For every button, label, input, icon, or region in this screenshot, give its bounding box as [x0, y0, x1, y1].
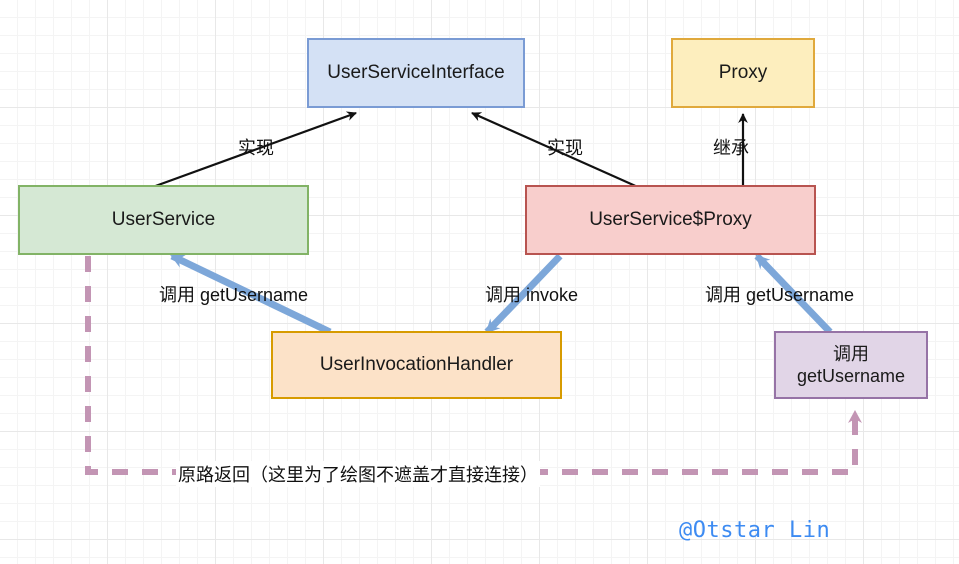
node-label: UserServiceInterface [327, 62, 505, 84]
node-label-line-2: getUsername [796, 366, 906, 386]
node-user-invocation-handler[interactable]: UserInvocationHandler [271, 331, 562, 399]
node-label: UserService$Proxy [589, 209, 752, 231]
edge-label-inherits: 继承 [713, 138, 749, 158]
edge-label-call-get-username-left: 调用 getUsername [159, 285, 309, 305]
node-user-service[interactable]: UserService [18, 185, 309, 255]
node-user-service-interface[interactable]: UserServiceInterface [307, 38, 525, 108]
watermark-author: @Otstar Lin [679, 518, 831, 543]
node-label: UserInvocationHandler [319, 354, 514, 376]
node-call-get-username[interactable]: 调用 getUsername [774, 331, 928, 399]
edge-label-implements-left: 实现 [238, 138, 274, 158]
node-label: Proxy [718, 62, 768, 84]
edge-label-implements-right: 实现 [547, 138, 583, 158]
node-label-line-1: 调用 [833, 343, 869, 364]
node-proxy[interactable]: Proxy [671, 38, 815, 108]
edge-label-call-invoke: 调用 invoke [485, 285, 579, 305]
node-user-service-proxy[interactable]: UserService$Proxy [525, 185, 816, 255]
edge-label-return-path: 原路返回（这里为了绘图不遮盖才直接连接） [176, 461, 540, 487]
node-label: UserService [111, 209, 216, 231]
edge-label-call-get-username-right: 调用 getUsername [705, 285, 855, 305]
